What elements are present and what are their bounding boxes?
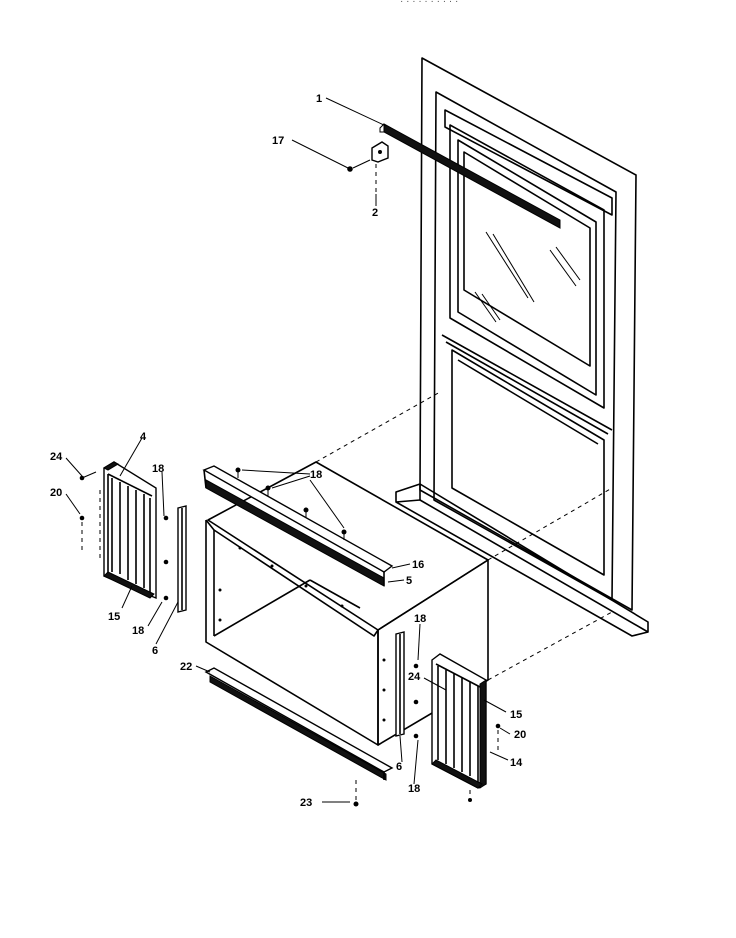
callout-18-rightA: 18	[414, 613, 426, 625]
left-side-strip	[177, 505, 187, 613]
callout-1: 1	[316, 93, 322, 105]
callout-6-right: 6	[396, 761, 402, 773]
rail-screw	[265, 485, 271, 496]
top-seal-strip	[379, 123, 561, 229]
right-side-strip	[395, 631, 405, 737]
callout-labels: 1 17 2 4 24 20 18 15 18 6 18 16 5 22 23 …	[50, 93, 526, 809]
callout-17: 17	[272, 135, 284, 147]
callout-18-leftB: 18	[132, 625, 144, 637]
callout-24-right: 24	[408, 671, 421, 683]
callout-14: 14	[510, 757, 523, 769]
callout-15-right: 15	[510, 709, 522, 721]
mounting-bracket	[371, 141, 389, 196]
callout-5: 5	[406, 575, 412, 587]
callout-20-right: 20	[514, 729, 526, 741]
top-rail	[202, 465, 394, 587]
callout-16: 16	[412, 559, 424, 571]
rail-screw	[341, 529, 347, 540]
header-text: · · · · · · · · · ·	[400, 0, 458, 7]
callout-6-left: 6	[152, 645, 158, 657]
callout-18-leftA: 18	[152, 463, 164, 475]
callout-22: 22	[180, 661, 192, 673]
callout-15-left: 15	[108, 611, 120, 623]
window-frame	[395, 57, 649, 637]
callout-4: 4	[140, 431, 147, 443]
projection-lines	[207, 391, 613, 681]
right-curtain-panel	[431, 653, 487, 802]
right-screws	[413, 663, 501, 750]
callout-18-top: 18	[310, 469, 322, 481]
callout-18-rightB: 18	[408, 783, 420, 795]
callout-23: 23	[300, 797, 312, 809]
leader-lines	[65, 97, 511, 803]
left-curtain-panel	[99, 461, 157, 600]
bottom-rail	[204, 667, 394, 807]
callout-2: 2	[372, 207, 378, 219]
rail-screw	[303, 507, 309, 518]
rail-screw	[235, 467, 241, 478]
callout-24-left: 24	[50, 451, 63, 463]
callout-20-left: 20	[50, 487, 62, 499]
left-screws	[79, 471, 169, 601]
screw-17	[347, 159, 371, 172]
